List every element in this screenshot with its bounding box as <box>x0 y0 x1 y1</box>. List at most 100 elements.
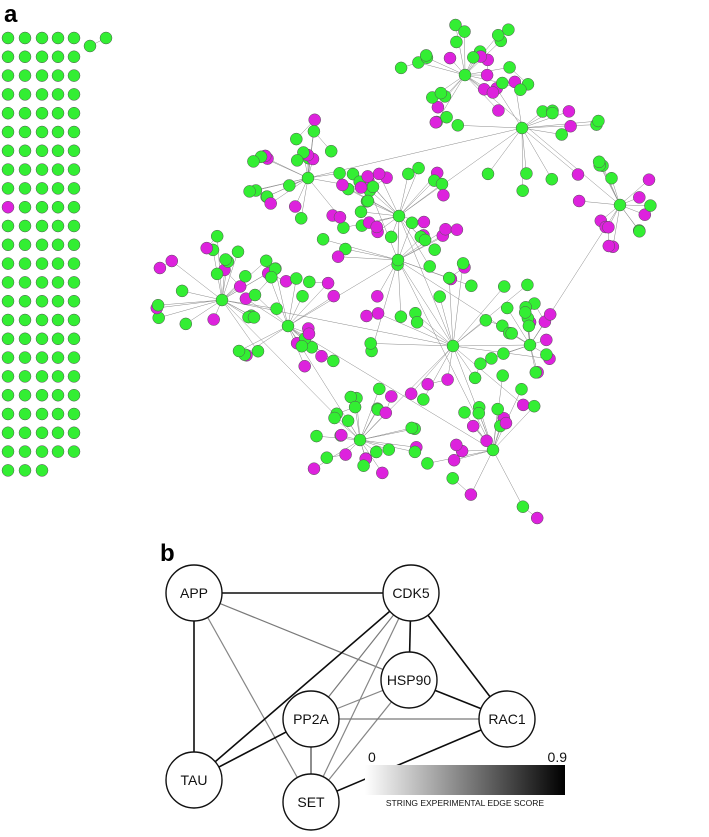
network-node <box>450 35 463 49</box>
network-edge <box>287 325 494 451</box>
network-node <box>51 50 65 64</box>
network-node <box>67 106 81 120</box>
network-node <box>18 163 32 176</box>
edge-set-rac1 <box>310 718 508 803</box>
network-edge <box>371 259 399 352</box>
network-node <box>67 200 81 214</box>
network-node <box>500 301 514 315</box>
network-node <box>296 289 309 303</box>
network-node <box>67 407 81 421</box>
network-node <box>18 200 32 214</box>
network-edge <box>287 282 329 327</box>
network-node <box>67 351 81 364</box>
network-node <box>18 351 32 364</box>
network-node <box>247 311 261 324</box>
network-node <box>67 332 81 346</box>
network-node <box>371 307 385 320</box>
network-node <box>491 402 504 416</box>
network-edge <box>423 345 454 400</box>
node-label-app: APP <box>180 585 208 601</box>
network-node <box>497 280 511 293</box>
network-edge <box>182 290 223 301</box>
network-node <box>307 462 321 475</box>
network-edge <box>398 173 409 217</box>
network-edge <box>245 298 289 327</box>
network-edge <box>521 127 523 191</box>
network-edge <box>359 428 415 441</box>
network-edge <box>521 111 569 129</box>
network-node <box>51 238 65 252</box>
edge-cdk5-set <box>310 592 412 803</box>
network-node <box>327 354 340 368</box>
network-node <box>35 407 49 421</box>
network-edge <box>457 125 523 129</box>
network-edge <box>521 124 597 129</box>
network-edge <box>452 344 531 347</box>
network-node <box>251 344 265 358</box>
network-node <box>51 445 65 458</box>
network-node <box>210 267 224 281</box>
network-node <box>67 219 81 233</box>
network-node <box>18 31 32 45</box>
network-node <box>602 220 615 234</box>
network-node <box>18 219 32 233</box>
network-edge <box>158 299 223 306</box>
network-node <box>1 31 15 45</box>
network-node <box>35 238 49 252</box>
network-node <box>440 110 453 124</box>
network-edge <box>221 251 239 301</box>
network-node <box>67 31 81 45</box>
network-node <box>1 294 15 308</box>
network-node <box>248 288 262 302</box>
network-node <box>449 18 462 32</box>
network-node <box>18 426 32 440</box>
network-edge <box>452 345 476 379</box>
network-node <box>51 200 65 214</box>
network-node <box>35 69 49 82</box>
network-node <box>394 310 408 323</box>
node-tau: TAU <box>165 751 223 809</box>
network-node <box>51 144 65 158</box>
network-node <box>35 426 49 440</box>
network-node <box>35 182 49 195</box>
network-node <box>18 144 32 158</box>
network-node <box>417 393 430 406</box>
network-node <box>18 88 32 101</box>
network-edge <box>454 449 494 461</box>
network-node <box>1 182 15 195</box>
network-edge <box>221 299 259 352</box>
network-node <box>423 260 436 273</box>
network-node <box>371 290 384 303</box>
node-set: SET <box>282 773 340 831</box>
network-edge <box>287 259 399 327</box>
network-node <box>18 50 32 64</box>
network-node <box>18 313 32 327</box>
network-edge <box>492 449 524 507</box>
network-node <box>67 125 81 139</box>
network-node <box>1 313 15 327</box>
network-node <box>35 276 49 289</box>
network-edge <box>455 24 466 76</box>
network-edge <box>448 277 454 347</box>
network-node <box>529 366 543 379</box>
network-node <box>35 464 49 477</box>
network-node <box>499 416 513 430</box>
network-edge <box>506 307 531 346</box>
network-node <box>200 241 213 255</box>
network-node <box>540 333 553 347</box>
network-edge <box>521 120 599 129</box>
edge-app-hsp90 <box>193 592 410 681</box>
network-node <box>259 254 273 268</box>
network-node <box>373 382 386 396</box>
network-node <box>207 313 220 326</box>
network-node <box>394 61 408 75</box>
network-node <box>496 369 509 382</box>
network-node <box>35 31 49 45</box>
node-label-rac1: RAC1 <box>488 711 526 727</box>
network-node <box>642 173 656 186</box>
network-edge <box>397 215 400 261</box>
network-node <box>1 238 15 252</box>
network-edge <box>452 320 486 347</box>
network-edge <box>398 215 430 267</box>
